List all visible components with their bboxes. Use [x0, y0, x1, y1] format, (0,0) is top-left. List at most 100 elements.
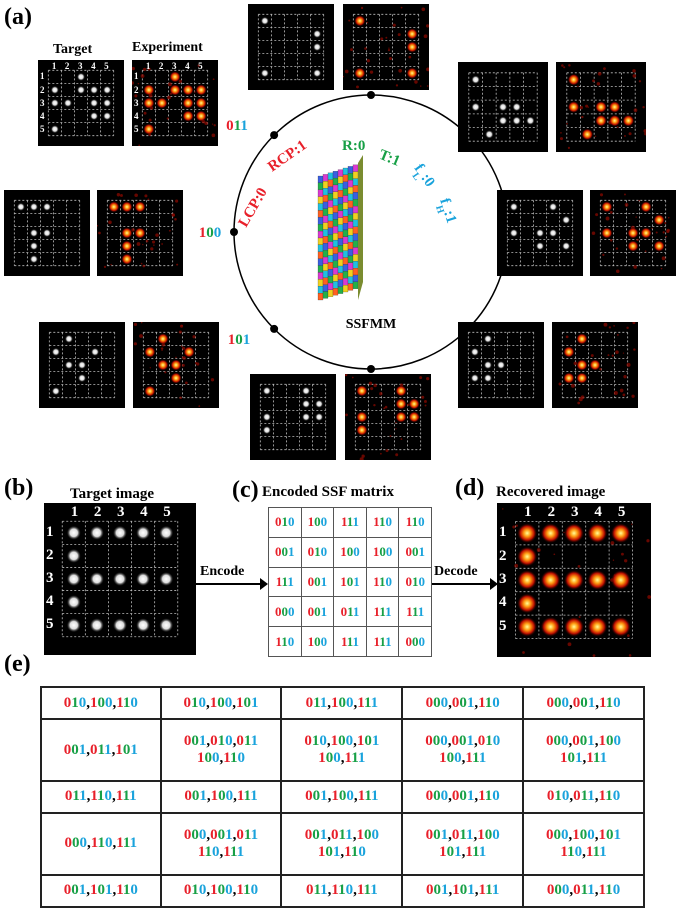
recovered-image-col-1: 1	[524, 504, 532, 520]
encoded-cell-r5-c3: 111	[333, 626, 367, 657]
recovered-image-col-2: 2	[547, 504, 556, 520]
code-cell-r3-c4: 000,001,110	[401, 779, 525, 815]
target-panel-011-row-4: 4	[40, 110, 45, 121]
recovered-image-row-1: 1	[499, 524, 507, 541]
state-dot	[367, 365, 375, 373]
target-image-col-4: 4	[140, 504, 148, 520]
target-panel-011-col-5: 5	[104, 61, 109, 71]
target-panel-011-col-3: 3	[78, 61, 83, 71]
polarization-lcp-label: LCP:0	[236, 185, 271, 230]
encoded-cell-r3-c4: 110	[365, 566, 400, 598]
target-panel-011-row-1: 1	[40, 71, 45, 82]
target-panel-101	[39, 322, 125, 408]
encoded-cell-r2-c5: 001	[398, 536, 432, 568]
label-recovered-image: Recovered image	[496, 484, 606, 500]
state-dot	[230, 228, 238, 236]
target-panel-010	[248, 4, 334, 90]
target-image	[44, 503, 196, 655]
encoded-cell-r2-c1: 001	[268, 536, 302, 568]
encoded-cell-r3-c5: 010	[398, 566, 432, 598]
encode-label: Encode	[200, 564, 245, 579]
label-encoded-matrix: Encoded SSF matrix	[262, 484, 394, 500]
label-target: Target	[53, 42, 93, 57]
state-label: 011	[226, 118, 248, 134]
experiment-panel-011-col-3: 3	[172, 61, 177, 71]
experiment-panel-011-row-1: 1	[134, 71, 139, 82]
frequency-fl-label: fL:0	[407, 161, 438, 193]
encoded-cell-r5-c1: 110	[268, 626, 302, 657]
experiment-panel-000	[590, 190, 676, 276]
code-cell-r1-c4: 000,001,110	[401, 685, 525, 721]
encoded-cell-r3-c1: 111	[268, 566, 302, 598]
experiment-panel-101	[133, 322, 219, 408]
target-panel-111	[458, 322, 544, 408]
code-cell-r3-c1: 011,110,111	[40, 779, 162, 815]
target-panel-011-row-3: 3	[40, 97, 45, 108]
encoded-cell-r5-c4: 111	[365, 626, 400, 657]
code-cell-r3-c3: 001,100,111	[280, 779, 404, 815]
experiment-panel-011-row-2: 2	[134, 84, 139, 95]
encoded-cell-r3-c3: 101	[333, 566, 367, 598]
experiment-panel-011-row-4: 4	[134, 110, 139, 121]
state-label: 101	[228, 332, 251, 348]
experiment-panel-011-col-1: 1	[145, 61, 151, 71]
label-experiment: Experiment	[132, 40, 203, 55]
direction-r-label: R:0	[342, 138, 365, 154]
target-image-col-5: 5	[163, 504, 171, 520]
experiment-panel-011-col-5: 5	[198, 61, 203, 71]
ssfmm-label: SSFMM	[346, 317, 397, 332]
label-a: (a)	[4, 4, 32, 30]
target-panel-000	[497, 190, 583, 276]
decode-arrow	[432, 578, 498, 590]
code-cell-r3-c5: 010,011,110	[522, 779, 645, 815]
target-panel-011	[38, 60, 124, 146]
encoded-cell-r1-c1: 010	[268, 507, 302, 538]
experiment-panel-011-row-5: 5	[134, 123, 139, 134]
target-image-row-4: 4	[46, 593, 54, 610]
code-cell-r5-c2: 010,100,110	[159, 873, 283, 909]
experiment-panel-011-col-2: 2	[158, 61, 164, 71]
target-image-row-1: 1	[46, 523, 54, 540]
label-d: (d)	[455, 475, 485, 501]
target-panel-011-row-2: 2	[40, 84, 45, 95]
code-cell-r5-c4: 001,101,111	[401, 873, 525, 909]
encoded-cell-r3-c2: 001	[300, 566, 335, 598]
encoded-cell-r2-c4: 100	[365, 536, 400, 568]
encoded-cell-r2-c3: 100	[333, 536, 367, 568]
target-panel-011-col-4: 4	[91, 61, 96, 71]
encoded-cell-r4-c5: 111	[398, 596, 432, 628]
target-image-row-5: 5	[46, 616, 54, 633]
recovered-image-col-3: 3	[571, 504, 579, 520]
code-cell-r5-c1: 001,101,110	[40, 873, 162, 909]
code-cell-r1-c2: 010,100,101	[159, 685, 283, 721]
encoded-cell-r4-c3: 011	[333, 596, 367, 628]
code-cell-r4-c1: 000,110,111	[40, 812, 162, 876]
label-target-image: Target image	[70, 486, 155, 502]
target-image-row-3: 3	[46, 570, 54, 586]
state-label: 100	[199, 225, 222, 241]
encoded-cell-r4-c2: 001	[300, 596, 335, 628]
experiment-panel-010	[343, 4, 429, 90]
encoded-cell-r5-c5: 000	[398, 626, 432, 657]
state-dot	[270, 131, 279, 140]
encoded-cell-r1-c5: 110	[398, 507, 432, 538]
target-panel-011-row-5: 5	[40, 123, 45, 134]
encoded-cell-r1-c2: 100	[300, 507, 335, 538]
direction-t-label: T:1	[377, 147, 403, 170]
experiment-panel-001	[556, 62, 646, 152]
target-panel-110	[250, 374, 336, 460]
label-e: (e)	[4, 651, 31, 677]
target-panel-011-col-1: 1	[51, 61, 57, 71]
target-image-col-2: 2	[93, 504, 102, 520]
encoded-cell-r1-c4: 110	[365, 507, 400, 538]
experiment-panel-011	[132, 60, 218, 146]
target-panel-001	[458, 62, 548, 152]
code-cell-r1-c1: 010,100,110	[40, 685, 162, 721]
